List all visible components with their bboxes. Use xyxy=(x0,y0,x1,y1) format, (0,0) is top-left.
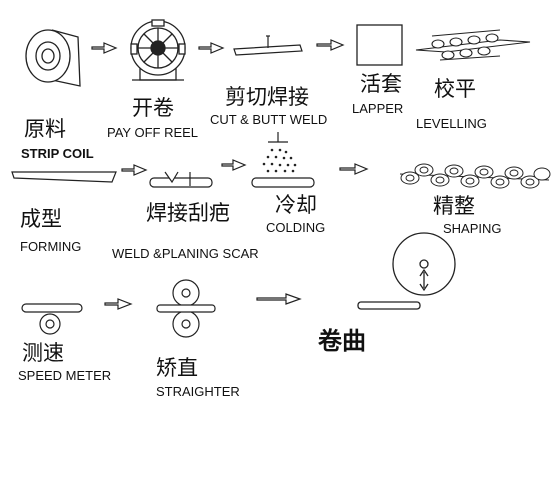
cut-butt-weld-label-en: CUT & BUTT WELD xyxy=(210,112,328,127)
flow-arrow xyxy=(221,159,247,171)
weld-planing-label-cn: 焊接刮疤 xyxy=(146,201,230,225)
colding-label-cn: 冷却 xyxy=(275,193,317,217)
flow-arrow xyxy=(256,293,302,305)
flow-arrow xyxy=(316,39,345,51)
spray-drops xyxy=(262,148,297,173)
weld-planing-icon xyxy=(149,171,213,188)
levelling-label-en: LEVELLING xyxy=(416,116,487,131)
weld-planing-label-en: WELD &PLANING SCAR xyxy=(112,246,259,261)
shaping-icon xyxy=(399,163,551,189)
shaping-label-cn: 精整 xyxy=(433,194,475,218)
pay-off-reel-label-cn: 开卷 xyxy=(132,96,174,120)
pay-off-reel-icon xyxy=(130,19,186,81)
straighter-label-cn: 矫直 xyxy=(156,356,198,380)
pay-off-reel-label-en: PAY OFF REEL xyxy=(107,125,199,140)
lapper-label-en: LAPPER xyxy=(352,101,404,116)
cut-butt-weld-icon xyxy=(233,35,303,56)
colding-icon xyxy=(251,132,315,188)
flow-arrow xyxy=(121,164,148,176)
shaping-label-en: SHAPING xyxy=(443,221,502,236)
cut-butt-weld-label-cn: 剪切焊接 xyxy=(225,85,309,109)
straighter-label-en: STRAIGHTER xyxy=(156,384,240,399)
strip-coil-icon xyxy=(25,29,81,87)
speed-meter-label-cn: 测速 xyxy=(22,341,64,365)
forming-label-cn: 成型 xyxy=(20,207,62,231)
coiling-label-cn: 卷曲 xyxy=(318,327,366,355)
coiling-icon xyxy=(357,232,456,310)
forming-label-en: FORMING xyxy=(20,239,82,254)
colding-label-en: COLDING xyxy=(266,220,326,235)
strip-coil-label-en: STRIP COIL xyxy=(21,146,94,161)
straighter-icon xyxy=(156,279,216,338)
flow-arrow xyxy=(91,42,118,54)
levelling-label-cn: 校平 xyxy=(434,77,476,101)
lapper-icon xyxy=(356,24,403,66)
flow-arrow xyxy=(198,42,225,54)
lapper-label-cn: 活套 xyxy=(360,72,402,96)
strip-coil-label-cn: 原料 xyxy=(24,117,66,141)
speed-meter-label-en: SPEED METER xyxy=(18,368,112,383)
flow-arrow xyxy=(339,163,369,175)
forming-icon xyxy=(11,171,117,183)
flow-arrow xyxy=(104,298,133,310)
speed-meter-icon xyxy=(21,303,83,335)
levelling-icon xyxy=(415,29,531,61)
